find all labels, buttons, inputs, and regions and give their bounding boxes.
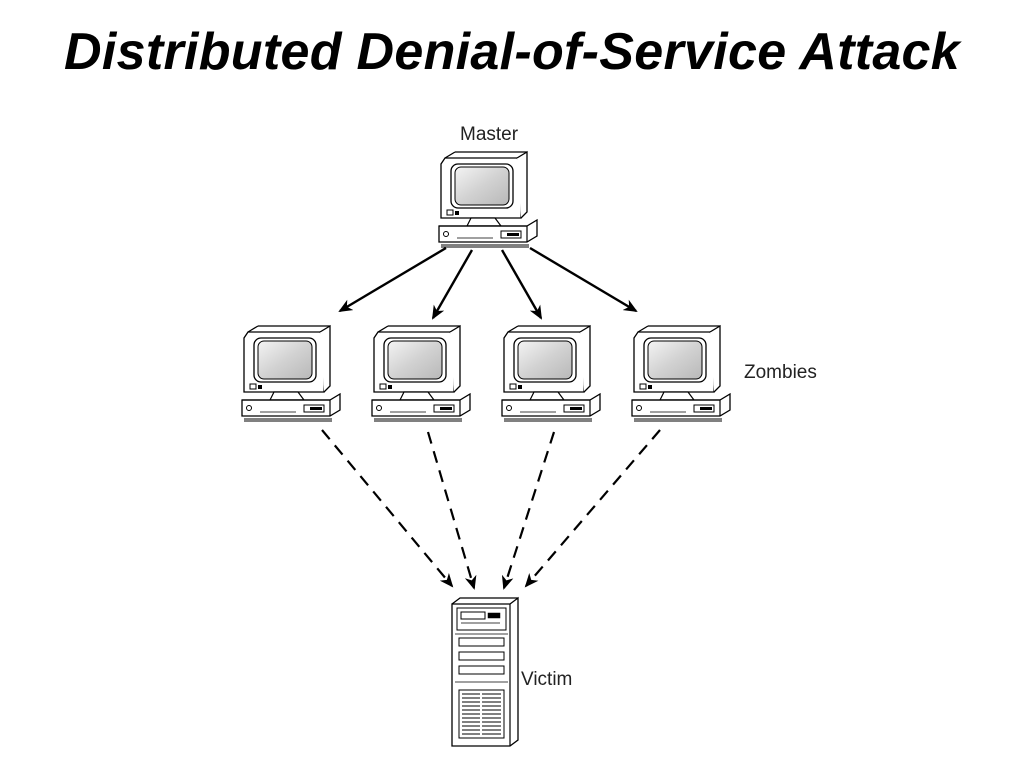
arrow-zombie-1-victim xyxy=(321,429,454,588)
arrow-master-zombie-1 xyxy=(338,246,447,313)
zombie-computer-1-icon xyxy=(241,325,341,422)
victim-label: Victim xyxy=(521,669,572,690)
arrow-master-zombie-4 xyxy=(529,246,638,313)
zombies-label: Zombies xyxy=(744,362,817,383)
master-to-zombies-arrows xyxy=(338,246,638,320)
zombies-to-victim-arrows xyxy=(321,429,661,590)
arrow-zombie-3-victim xyxy=(501,431,556,590)
victim-server-icon xyxy=(451,596,519,747)
master-computer-icon xyxy=(438,151,538,248)
arrow-zombie-2-victim xyxy=(426,431,477,590)
zombie-computer-2-icon xyxy=(371,325,471,422)
zombie-computer-4-icon xyxy=(631,325,731,422)
arrow-zombie-4-victim xyxy=(524,429,661,588)
arrow-master-zombie-3 xyxy=(500,249,543,320)
master-label: Master xyxy=(460,124,519,145)
slide-title: Distributed Denial-of-Service Attack xyxy=(64,23,960,81)
arrow-master-zombie-2 xyxy=(431,249,474,320)
zombie-computer-3-icon xyxy=(501,325,601,422)
